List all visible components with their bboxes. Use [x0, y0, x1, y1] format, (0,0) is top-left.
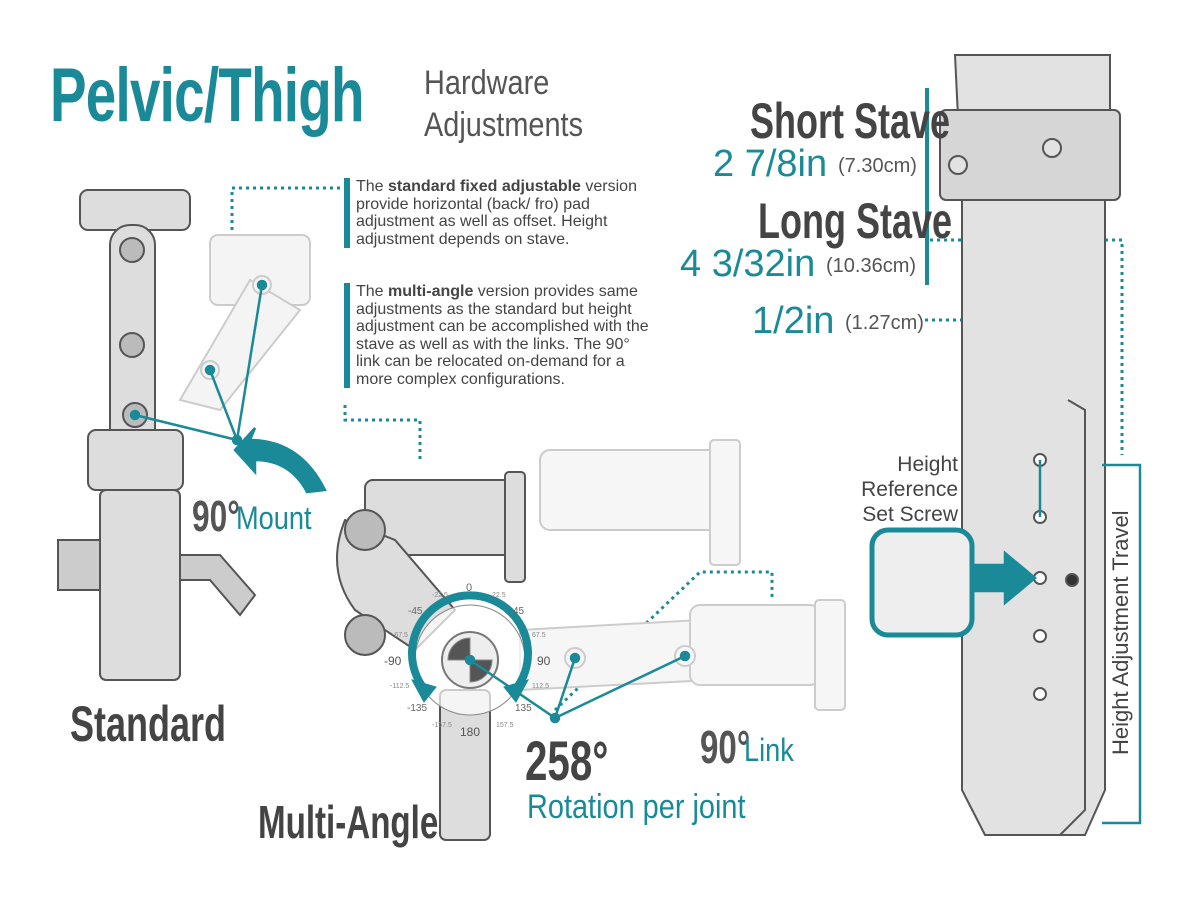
- desc-text: The: [356, 283, 389, 300]
- set-screw-line: Height: [897, 453, 958, 476]
- standard-mount-drawing: [57, 189, 257, 681]
- height-callouts: [869, 88, 1142, 825]
- short-stave-title: Short Stave: [750, 93, 951, 149]
- set-screw-line: Set Screw: [862, 503, 958, 526]
- page-title: Pelvic/Thigh: [50, 53, 364, 138]
- multi-angle-drawing: [336, 471, 526, 841]
- dial-tick-label: 67.5: [532, 632, 546, 639]
- long-stave-cm: (10.36cm): [826, 255, 917, 277]
- dial-tick-label: -112.5: [390, 683, 410, 690]
- dial-tick-label: -135: [407, 703, 428, 714]
- callout-lines: [129, 279, 327, 494]
- dial-tick-label: 45: [513, 606, 525, 617]
- dial-tick-label: -22.5: [432, 592, 448, 599]
- set-screw-label: Height Reference Set Screw: [860, 452, 958, 527]
- desc-bold: multi-angle: [388, 283, 474, 300]
- dial-tick-label: -90: [384, 654, 402, 668]
- multi-ghost-drawing: [519, 439, 846, 711]
- set-screw-line: Reference: [861, 478, 958, 501]
- dial-tick-label: 112.5: [532, 683, 549, 690]
- step-cm: (1.27cm): [845, 312, 924, 334]
- dial-tick-label: 90: [537, 654, 551, 668]
- multi-angle-description: The multi-angle version provides same ad…: [344, 283, 654, 388]
- long-stave-inches: 4 3/32in: [680, 243, 816, 285]
- dial-tick-label: -157.5: [432, 722, 452, 729]
- dial-tick-label: 135: [515, 703, 532, 714]
- mount-degree: 90°: [192, 492, 240, 541]
- multi-angle-label: Multi-Angle: [258, 796, 439, 848]
- desc-bold: standard fixed adjustable: [388, 178, 581, 195]
- dial-tick-label: 157.5: [496, 722, 514, 729]
- dial-tick-label: -45: [408, 606, 423, 617]
- desc-text: version provides same adjustments as the…: [356, 283, 649, 388]
- standard-label: Standard: [70, 696, 227, 752]
- standard-description: The standard fixed adjustable version pr…: [344, 178, 644, 248]
- subtitle-line: Hardware: [424, 64, 550, 102]
- desc-text: version provide horizontal (back/ fro) p…: [356, 178, 637, 248]
- dial-tick-label: -67.5: [392, 632, 408, 639]
- dial-tick-label: 22.5: [492, 592, 506, 599]
- rotation-callout-lines: [464, 650, 691, 724]
- dial-tick-label: 0: [466, 582, 473, 594]
- stave-drawing: [939, 54, 1121, 836]
- mount-label: Mount: [236, 500, 312, 536]
- step-inches: 1/2in: [752, 300, 835, 342]
- desc-text: The: [356, 178, 389, 195]
- page-subtitle: Hardware Adjustments: [424, 62, 583, 146]
- height-travel-label: Height Adjustment Travel: [1108, 510, 1133, 755]
- dial-tick-label: 180: [460, 725, 481, 739]
- link-label: Link: [744, 732, 794, 768]
- short-stave-inches: 2 7/8in: [713, 143, 828, 185]
- rotation-value: 258°: [525, 729, 609, 792]
- long-stave-title: Long Stave: [758, 193, 953, 249]
- rotation-text: Rotation per joint: [527, 788, 746, 826]
- link-degree: 90°: [700, 721, 751, 773]
- short-stave-cm: (7.30cm): [838, 155, 917, 177]
- subtitle-line: Adjustments: [424, 106, 584, 144]
